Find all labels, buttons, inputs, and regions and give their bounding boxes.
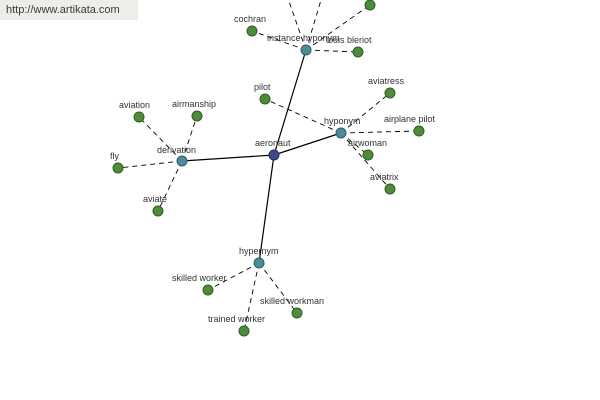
- node-cochran[interactable]: [246, 25, 258, 37]
- edge-derivation-to-aviate: [157, 160, 183, 212]
- node-label-aviatrix[interactable]: aviatrix: [370, 172, 399, 182]
- edge-instance-hyponym-to-louis-bleriot: [305, 49, 359, 53]
- node-airwoman[interactable]: [362, 149, 374, 161]
- node-derivation[interactable]: [176, 155, 188, 167]
- node-label-trained-worker[interactable]: trained worker: [208, 314, 265, 324]
- labels-layer: aeronaut derivation hyponym instance hypony…: [110, 14, 436, 324]
- edge-derivation-to-airmanship: [181, 115, 198, 162]
- node-hyponym[interactable]: [335, 127, 347, 139]
- node-label-airmanship[interactable]: airmanship: [172, 99, 216, 109]
- edge-hyponym-to-airwoman: [340, 132, 369, 156]
- node-label-skilled-workman[interactable]: skilled workman: [260, 296, 324, 306]
- node-airmanship[interactable]: [191, 110, 203, 122]
- node-label-aeronaut[interactable]: aeronaut: [255, 138, 291, 148]
- node-fly[interactable]: [112, 162, 124, 174]
- node-aviatress[interactable]: [384, 87, 396, 99]
- edge-derivation-to-fly: [117, 160, 183, 169]
- edge-hypernym-to-trained-worker: [243, 262, 260, 332]
- edge-hyponym-to-aviatress: [340, 92, 391, 134]
- edge-hyponym-to-pilot: [264, 98, 342, 134]
- node-louis-bleriot[interactable]: [352, 46, 364, 58]
- node-label-derivation[interactable]: derivation: [157, 145, 196, 155]
- node-top-a[interactable]: [364, 0, 376, 11]
- node-label-louis-bleriot[interactable]: louis bleriot: [326, 35, 372, 45]
- node-label-aviatress[interactable]: aviatress: [368, 76, 405, 86]
- node-hypernym[interactable]: [253, 257, 265, 269]
- edge-aeronaut-to-derivation: [181, 154, 275, 162]
- edge-derivation-to-aviation: [138, 116, 183, 162]
- edges-layer: [117, 0, 420, 332]
- node-skilled-workman[interactable]: [291, 307, 303, 319]
- node-aviation[interactable]: [133, 111, 145, 123]
- node-airplane-pilot[interactable]: [413, 125, 425, 137]
- node-skilled-worker[interactable]: [202, 284, 214, 296]
- node-label-airplane-pilot[interactable]: airplane pilot: [384, 114, 436, 124]
- edge-hypernym-to-skilled-workman: [258, 262, 298, 314]
- node-label-pilot[interactable]: pilot: [254, 82, 271, 92]
- edge-aeronaut-to-instance-hyponym: [273, 49, 307, 156]
- edge-instance-hyponym-to-off-1: [288, 0, 307, 51]
- edge-instance-hyponym-to-cochran: [251, 30, 307, 51]
- node-label-hypernym[interactable]: hypernym: [239, 246, 279, 256]
- node-label-instance-hyponym[interactable]: instance hyponym: [267, 33, 340, 43]
- edge-aeronaut-to-hyponym: [273, 132, 342, 156]
- source-url-banner[interactable]: http://www.artikata.com: [0, 0, 138, 20]
- node-label-hyponym[interactable]: hyponym: [324, 116, 361, 126]
- node-aviate[interactable]: [152, 205, 164, 217]
- edge-hyponym-to-airplane-pilot: [340, 130, 420, 134]
- edge-aeronaut-to-hypernym: [258, 154, 275, 264]
- node-label-cochran[interactable]: cochran: [234, 14, 266, 24]
- node-aviatrix[interactable]: [384, 183, 396, 195]
- node-label-skilled-worker[interactable]: skilled worker: [172, 273, 227, 283]
- node-label-aviate[interactable]: aviate: [143, 194, 167, 204]
- nodes-layer: [112, 0, 425, 337]
- node-aeronaut[interactable]: [268, 149, 280, 161]
- node-pilot[interactable]: [259, 93, 271, 105]
- node-label-fly[interactable]: fly: [110, 151, 120, 161]
- edge-hypernym-to-skilled-worker: [207, 262, 260, 291]
- node-label-airwoman[interactable]: airwoman: [348, 138, 387, 148]
- edge-hyponym-to-aviatrix: [340, 132, 391, 190]
- node-trained-worker[interactable]: [238, 325, 250, 337]
- edge-instance-hyponym-to-top-a: [305, 4, 371, 51]
- edge-instance-hyponym-to-off-2: [305, 0, 322, 51]
- node-instance-hyponym[interactable]: [300, 44, 312, 56]
- node-label-aviation[interactable]: aviation: [119, 100, 150, 110]
